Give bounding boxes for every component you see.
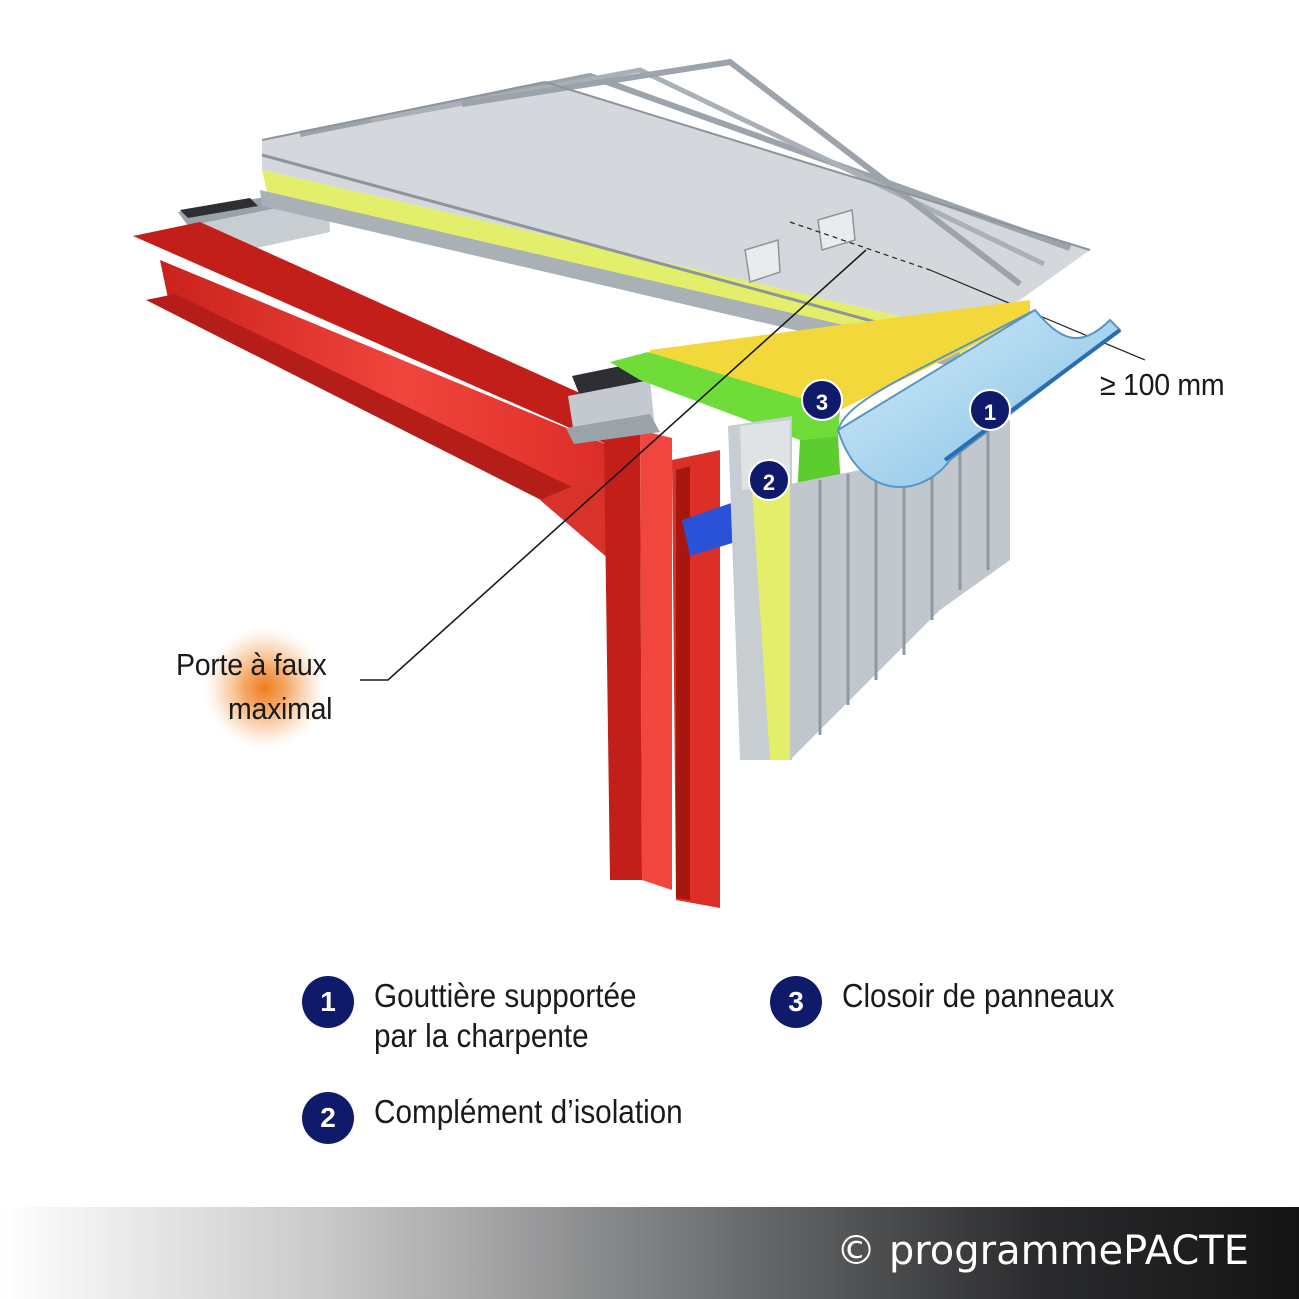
badge-1-marker: 1 — [969, 389, 1011, 431]
legend-item-2: 2 Complément d’isolation — [302, 1092, 717, 1144]
overhang-label-line1: Porte à faux — [176, 647, 327, 682]
legend-item-3: 3 Closoir de panneaux — [770, 976, 1145, 1028]
panel-clips — [744, 209, 856, 283]
main-beam — [133, 222, 640, 560]
gutter-bracket — [682, 500, 742, 556]
svg-text:1: 1 — [984, 400, 996, 425]
legend-item-1: 1 Gouttière supportée par la charpente — [302, 976, 666, 1056]
legend-badge-1: 1 — [302, 976, 354, 1028]
dimension-label: ≥ 100 mm — [1100, 367, 1225, 402]
legend-badge-3: 3 — [770, 976, 822, 1028]
copyright-text: © programmePACTE — [836, 1228, 1249, 1274]
legend-text-2: Complément d’isolation — [374, 1093, 683, 1130]
badge-3-marker: 3 — [801, 379, 843, 421]
roof-insulation — [262, 170, 970, 356]
footer-bar: © programmePACTE — [0, 1207, 1299, 1299]
column — [604, 430, 720, 908]
overhang-highlight — [203, 626, 327, 750]
svg-text:2: 2 — [763, 470, 775, 495]
roof-sheet — [261, 58, 1091, 347]
leader-lines — [360, 249, 867, 681]
legend-text-1: Gouttière supportée par la charpente — [374, 977, 637, 1054]
legend-badge-2: 2 — [302, 1092, 354, 1144]
roof-edge-illustration: 3 2 1 — [133, 58, 1146, 908]
badge-2-marker: 2 — [748, 459, 790, 501]
svg-text:3: 3 — [816, 390, 828, 415]
overhang-label-line2: maximal — [228, 691, 333, 726]
legend-text-3: Closoir de panneaux — [842, 977, 1115, 1014]
